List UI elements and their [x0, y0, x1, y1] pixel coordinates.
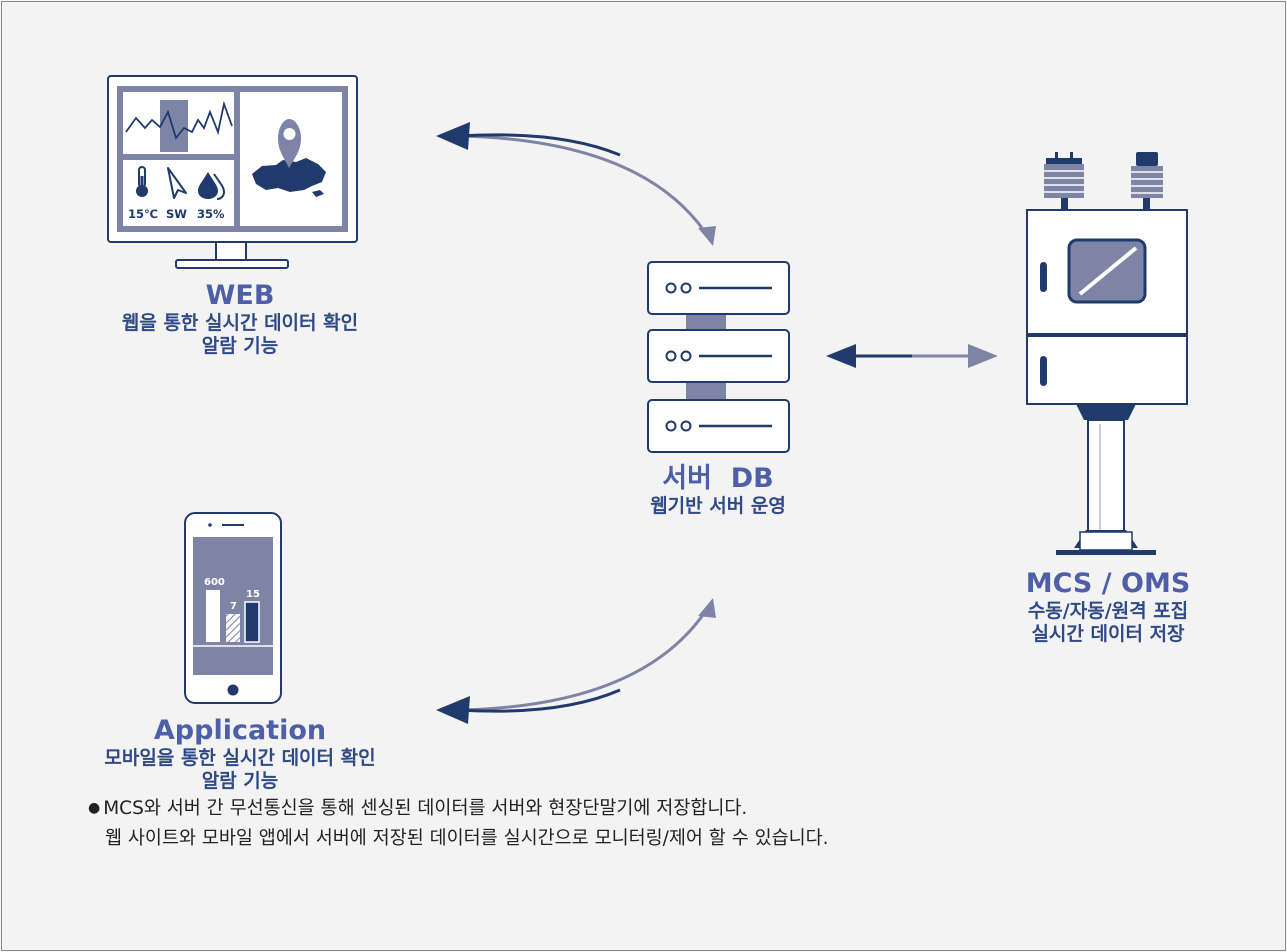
web-title: WEB: [205, 280, 275, 311]
arrow-app-server: [436, 598, 716, 724]
thermometer-icon: [136, 166, 148, 197]
monitor-icon: 15℃ SW 35%: [107, 75, 358, 269]
app-title: Application: [153, 715, 327, 746]
bullet-icon: ●: [88, 800, 101, 816]
droplet-icon: [198, 172, 226, 200]
bar-label-600: 600: [204, 577, 225, 588]
arrow-server-station: [826, 344, 998, 368]
weather-station-icon: [1026, 152, 1188, 555]
server-icon: [647, 261, 790, 453]
footnote: ●MCS와 서버 간 무선통신을 통해 센싱된 데이터를 서버와 현장단말기에 …: [88, 794, 829, 853]
bar-label-15: 15: [246, 589, 260, 600]
bar-label-7: 7: [230, 601, 237, 612]
app-alarm: 알람 기능: [201, 770, 279, 793]
wind-readout: SW: [166, 207, 187, 221]
web-alarm: 알람 기능: [201, 335, 279, 358]
bar-chart-icon: 600 7 15: [193, 577, 273, 647]
app-description: 모바일을 통한 실시간 데이터 확인: [104, 747, 376, 770]
server-label-block: 서버 DB 웹기반 서버 운영: [568, 463, 868, 518]
temperature-readout: 15℃: [128, 207, 158, 221]
station-mode: 수동/자동/원격 포집: [1027, 600, 1189, 623]
web-description: 웹을 통한 실시간 데이터 확인: [121, 312, 359, 335]
footnote-line-1: MCS와 서버 간 무선통신을 통해 센싱된 데이터를 서버와 현장단말기에 저…: [103, 798, 748, 819]
humidity-readout: 35%: [197, 207, 225, 221]
server-subtitle: 웹기반 서버 운영: [650, 495, 786, 518]
map-pin-icon: [278, 119, 301, 168]
web-label-block: WEB 웹을 통한 실시간 데이터 확인 알람 기능: [40, 280, 440, 358]
app-label-block: Application 모바일을 통한 실시간 데이터 확인 알람 기능: [20, 715, 460, 793]
station-storage: 실시간 데이터 저장: [1031, 623, 1185, 646]
station-title: MCS / OMS: [1025, 568, 1191, 599]
wind-arrow-icon: [167, 167, 187, 199]
smartphone-icon: 600 7 15: [184, 512, 282, 704]
arrow-web-server: [436, 122, 716, 246]
footnote-line-2: 웹 사이트와 모바일 앱에서 서버에 저장된 데이터를 실시간으로 모니터링/제…: [105, 827, 829, 849]
server-title: 서버 DB: [662, 463, 774, 494]
station-label-block: MCS / OMS 수동/자동/원격 포집 실시간 데이터 저장: [958, 568, 1258, 646]
